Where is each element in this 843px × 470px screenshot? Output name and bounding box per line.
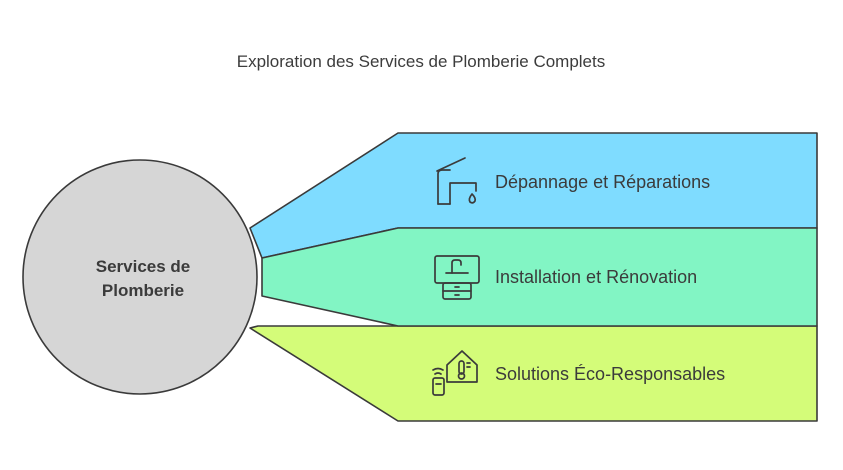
sink-cabinet-icon (434, 255, 480, 300)
center-label-line1: Services de (96, 257, 191, 276)
branch-label-eco-solutions: Solutions Éco-Responsables (495, 364, 725, 384)
center-label-line2: Plomberie (102, 281, 184, 300)
faucet-icon (436, 157, 477, 205)
diagram-title: Exploration des Services de Plomberie Co… (237, 52, 606, 71)
branch-label-installation: Installation et Rénovation (495, 267, 697, 287)
band-installation (261, 227, 818, 327)
smart-home-thermostat-icon (432, 350, 478, 396)
branch-label-depannage: Dépannage et Réparations (495, 172, 710, 192)
center-circle (22, 159, 258, 395)
